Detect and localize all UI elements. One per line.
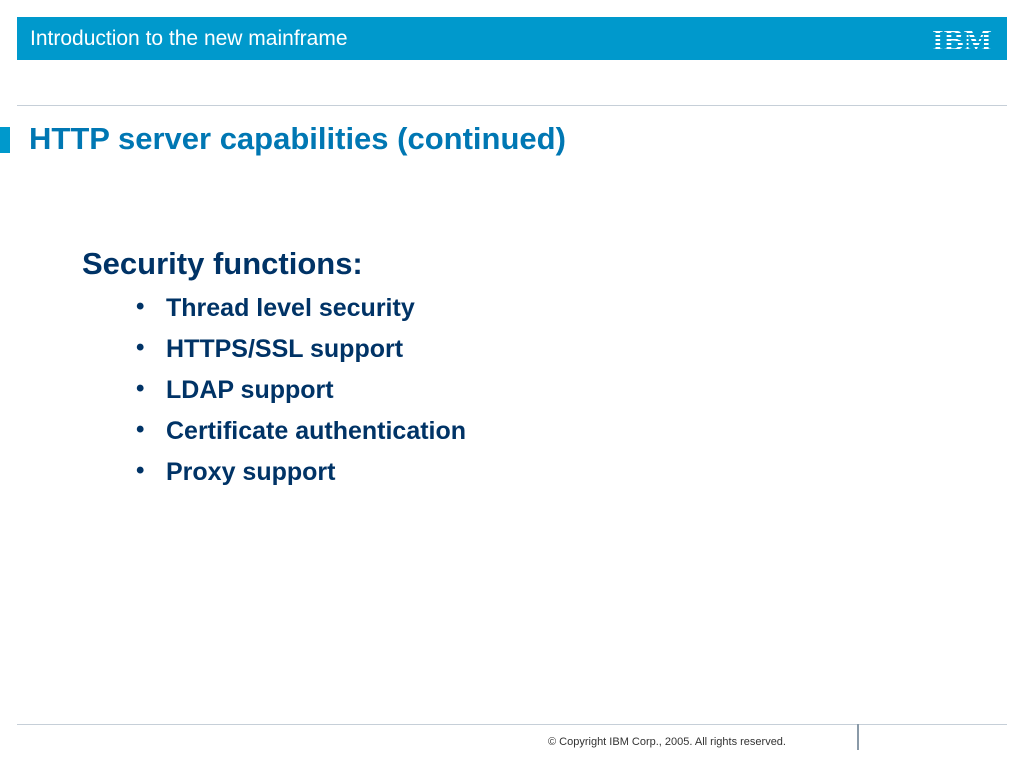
- copyright-notice: © Copyright IBM Corp., 2005. All rights …: [548, 736, 786, 748]
- bullet-dot-icon: •: [136, 457, 145, 484]
- bullet-dot-icon: •: [136, 416, 145, 443]
- top-divider: [17, 105, 1007, 106]
- slide-title: HTTP server capabilities (continued): [29, 121, 566, 156]
- bullet-text: LDAP support: [166, 376, 334, 404]
- bullet-item: • HTTPS/SSL support: [136, 333, 466, 374]
- ibm-logo: IBM: [929, 24, 995, 54]
- bullet-text: Certificate authentication: [166, 417, 467, 445]
- bullet-text: Thread level security: [166, 294, 415, 322]
- header-title: Introduction to the new mainframe: [30, 27, 348, 50]
- title-accent-bar: [0, 127, 10, 153]
- header-bar: Introduction to the new mainframe IBM: [17, 17, 1007, 60]
- bullet-item: • Certificate authentication: [136, 415, 466, 456]
- footer-vertical-divider: [857, 724, 859, 750]
- bottom-divider: [17, 724, 1007, 725]
- bullet-list: • Thread level security • HTTPS/SSL supp…: [136, 292, 466, 497]
- bullet-dot-icon: •: [136, 293, 145, 320]
- bullet-dot-icon: •: [136, 375, 145, 402]
- bullet-item: • Proxy support: [136, 456, 466, 497]
- bullet-text: HTTPS/SSL support: [166, 335, 404, 363]
- bullet-item: • Thread level security: [136, 292, 466, 333]
- section-heading: Security functions:: [82, 246, 363, 281]
- bullet-dot-icon: •: [136, 334, 145, 361]
- bullet-text: Proxy support: [166, 458, 336, 486]
- bullet-item: • LDAP support: [136, 374, 466, 415]
